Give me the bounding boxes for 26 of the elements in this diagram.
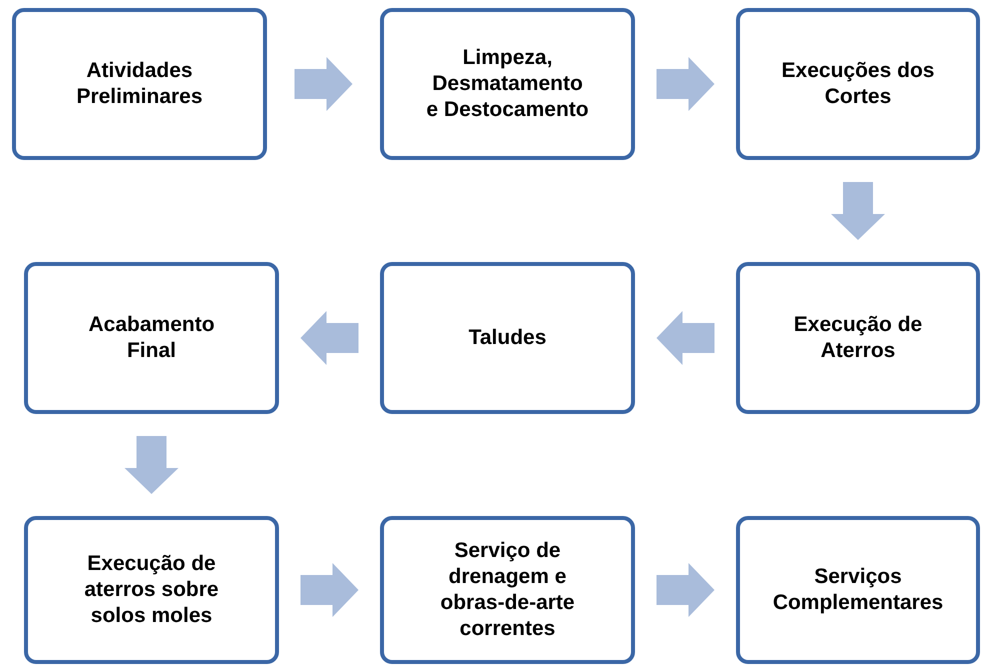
box-label: Atividades Preliminares (75, 58, 204, 110)
block-arrow (294, 57, 352, 111)
process-box (24, 516, 279, 664)
process-box (24, 262, 279, 414)
process-box (380, 262, 635, 414)
box-label: Serviços Complementares (772, 564, 944, 616)
process-box (380, 8, 635, 160)
block-arrow (300, 311, 358, 365)
box-label: Taludes (468, 325, 546, 351)
box-label: Execução de aterros sobre solos moles (83, 551, 220, 629)
process-box (736, 516, 980, 664)
block-arrow (300, 563, 358, 617)
process-box (12, 8, 267, 160)
process-box (736, 8, 980, 160)
box-label: Acabamento Final (87, 312, 216, 364)
block-arrow (656, 563, 714, 617)
box-label: Execução de Aterros (792, 312, 924, 364)
block-arrow (656, 311, 714, 365)
block-arrow (831, 182, 885, 240)
box-label: Limpeza, Desmatamento e Destocamento (425, 45, 590, 123)
block-arrow (124, 436, 178, 494)
box-label: Serviço de drenagem e obras-de-arte correntes (439, 538, 576, 642)
process-box (380, 516, 635, 664)
box-label: Execuções dos Cortes (780, 58, 936, 110)
block-arrow (656, 57, 714, 111)
process-box (736, 262, 980, 414)
